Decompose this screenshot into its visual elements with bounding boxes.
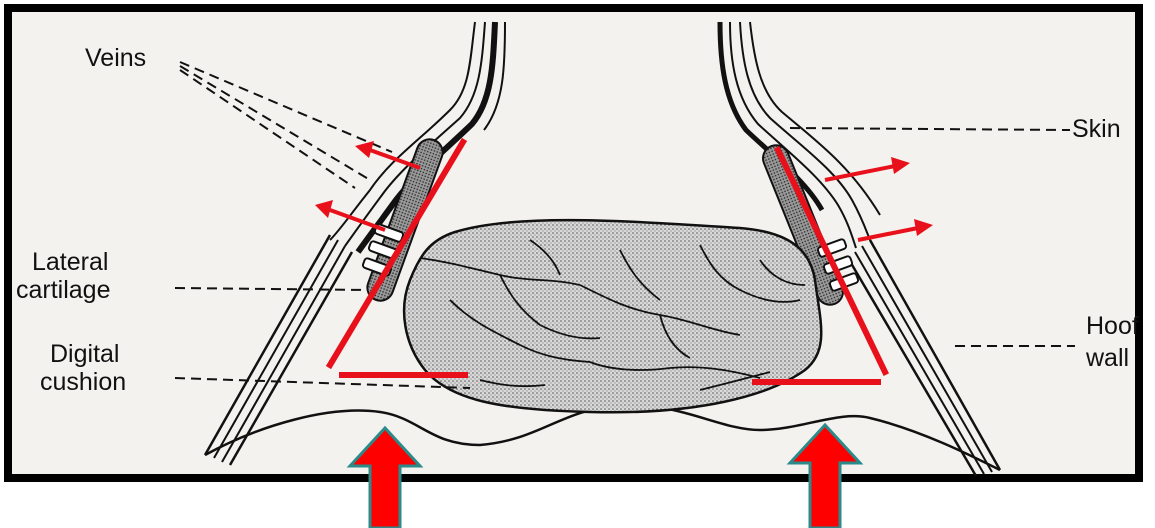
veins-label: Veins bbox=[85, 44, 146, 72]
hoof-wall-label-line2: wall bbox=[1086, 344, 1129, 372]
veins-leader-2 bbox=[180, 66, 370, 180]
lateral-cartilage-leader bbox=[175, 288, 368, 290]
skin-leader bbox=[790, 128, 1070, 130]
ground-force-arrow-left bbox=[350, 428, 420, 528]
veins-leader-1 bbox=[180, 62, 392, 152]
hoof-wall-label-line1: Hoof bbox=[1086, 312, 1139, 340]
left-hoof-wall bbox=[205, 235, 352, 465]
digital-cushion-label-line2: cushion bbox=[40, 368, 126, 396]
ground-force-arrow-right bbox=[790, 425, 860, 528]
veins-leader-3 bbox=[180, 70, 355, 188]
skin-label: Skin bbox=[1072, 115, 1121, 143]
sole-outline bbox=[205, 405, 1000, 470]
lateral-cartilage-label-line1: Lateral bbox=[32, 248, 108, 276]
right-hoof-wall bbox=[848, 240, 1000, 476]
digital-cushion-label-line1: Digital bbox=[50, 340, 119, 368]
lateral-cartilage-label-line2: cartilage bbox=[16, 276, 111, 304]
outward-arrow-left-upper bbox=[355, 141, 420, 168]
outward-arrow-right-lower bbox=[858, 219, 933, 240]
digital-cushion-leader bbox=[175, 378, 470, 388]
